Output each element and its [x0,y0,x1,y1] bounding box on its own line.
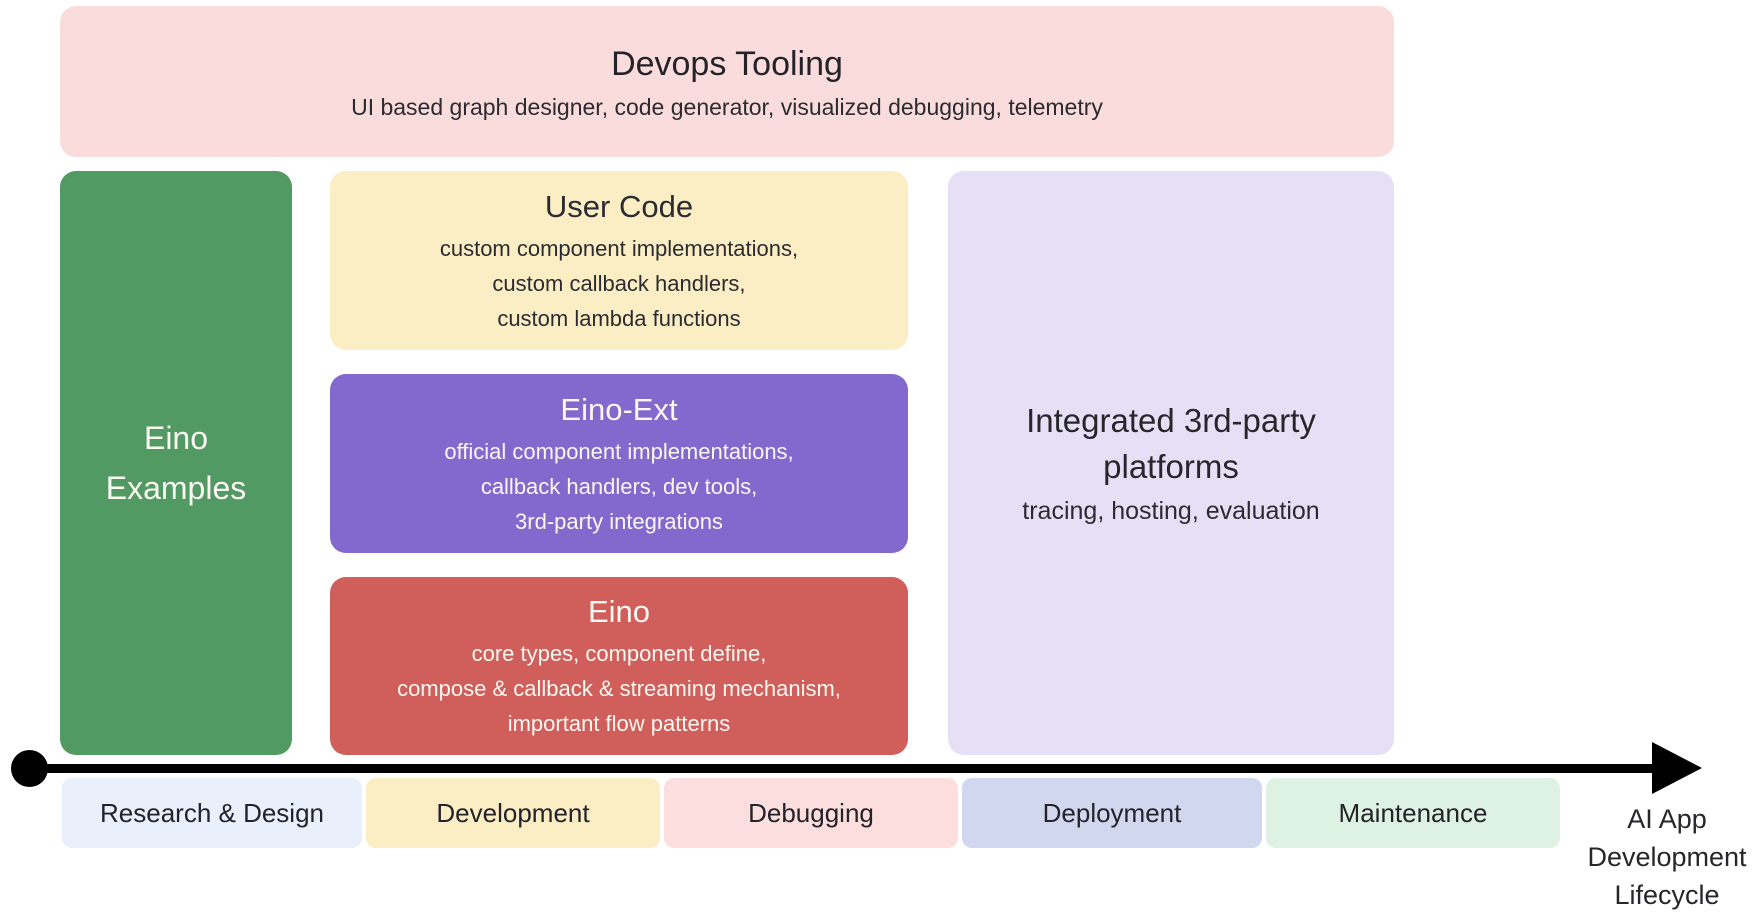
stage-label: Research & Design [100,797,324,828]
eino-examples-title: Eino Examples [105,420,247,506]
eino-ext-title: Eino-Ext [560,391,678,427]
timeline-stage-maintenance: Maintenance [1266,778,1560,848]
lifecycle-axis-caption: AI App Development Lifecycle [1587,804,1747,910]
devops-tooling-subtitle: UI based graph designer, code generator,… [351,93,1103,120]
integrated-platforms-title: Integrated 3rd-party platforms [1026,402,1316,485]
eino-ext-box: Eino-Ext official component implementati… [330,374,908,553]
timeline-stage-debugging: Debugging [664,778,958,848]
stage-label: Development [436,797,590,828]
stage-label: Deployment [1042,797,1182,828]
integrated-platforms-subtitle: tracing, hosting, evaluation [1022,497,1320,525]
eino-examples-box: Eino Examples [60,171,292,755]
user-code-box: User Code custom component implementatio… [330,171,908,350]
user-code-body: custom component implementations, custom… [439,235,799,331]
stage-label: Maintenance [1338,797,1488,828]
timeline-arrowhead-icon [1652,742,1702,794]
timeline-stage-deployment: Deployment [962,778,1262,848]
devops-tooling-box: Devops Tooling UI based graph designer, … [60,6,1394,157]
timeline-axis-line [29,764,1655,773]
user-code-title: User Code [544,188,694,224]
stage-label: Debugging [748,797,874,828]
eino-core-title: Eino [587,594,651,629]
timeline-stage-development: Development [366,778,660,848]
integrated-platforms-box: Integrated 3rd-party platforms tracing, … [948,171,1394,755]
eino-core-body: core types, component define, compose & … [397,641,841,736]
timeline-stage-research-design: Research & Design [62,778,362,848]
eino-core-box: Eino core types, component define, compo… [330,577,908,755]
eino-ext-body: official component implementations, call… [444,438,794,534]
timeline-origin-dot-icon [11,750,48,787]
devops-tooling-title: Devops Tooling [611,44,843,83]
